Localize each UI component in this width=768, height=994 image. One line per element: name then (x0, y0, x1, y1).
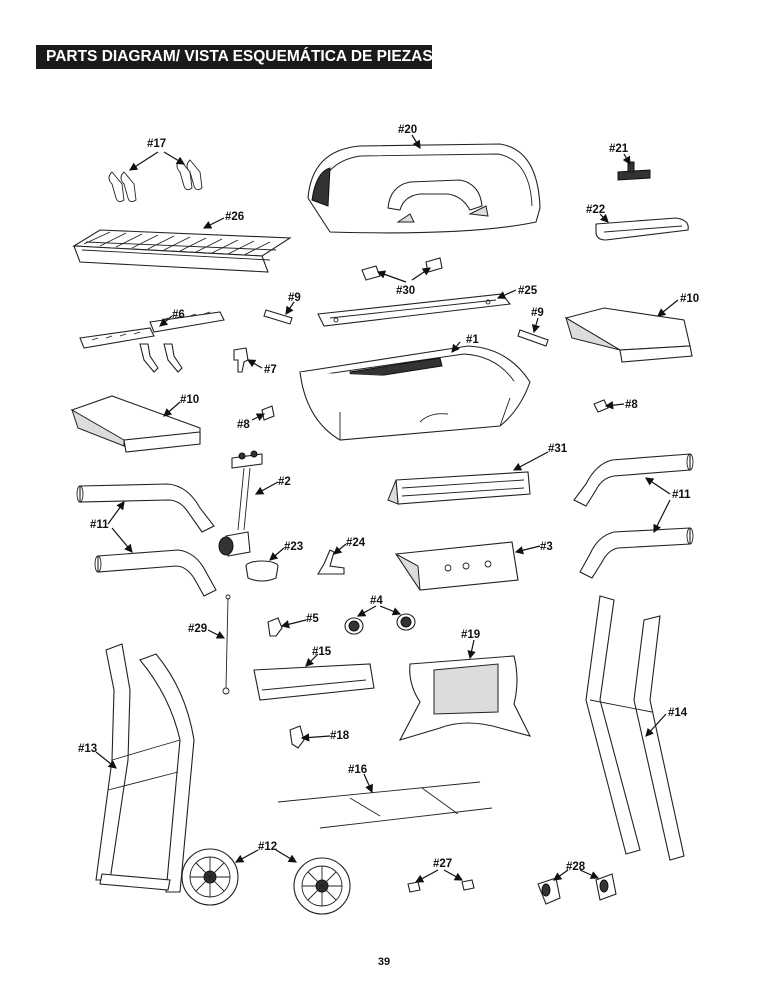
part-10-right-shelf: #10 (564, 293, 699, 363)
label-27: #27 (433, 858, 452, 870)
label-28: #28 (566, 861, 586, 873)
label-11-right: #11 (672, 489, 691, 501)
label-18: #18 (330, 730, 350, 742)
label-15: #15 (312, 646, 332, 658)
part-31-panel: #31 (387, 443, 568, 505)
label-2: #2 (278, 476, 291, 488)
label-14: #14 (668, 707, 688, 719)
part-22-handle: #22 (586, 204, 689, 241)
label-22: #22 (586, 204, 605, 216)
part-4-knobs: #4 (344, 595, 416, 635)
label-25: #25 (518, 285, 538, 297)
part-16-rods: #16 (277, 764, 493, 829)
label-3: #3 (540, 541, 553, 553)
part-10-left-shelf: #10 (70, 394, 201, 453)
label-29: #29 (188, 623, 207, 635)
part-8-left: #8 (237, 405, 275, 431)
part-30-brackets: #30 (361, 257, 443, 297)
part-1-firebox: #1 (299, 334, 531, 441)
label-19: #19 (461, 629, 480, 641)
part-3-control-panel: #3 (395, 541, 553, 591)
part-25-heat-shield: #25 (317, 285, 538, 327)
label-20: #20 (398, 124, 417, 136)
label-4: #4 (370, 595, 383, 607)
label-23: #23 (284, 541, 303, 553)
part-21: #21 (609, 143, 651, 181)
part-5-igniter: #5 (267, 613, 319, 637)
label-17: #17 (147, 138, 166, 150)
part-29-rod: #29 (188, 594, 231, 695)
part-2-valve-manifold: #2 (218, 450, 291, 557)
label-9-right: #9 (531, 307, 544, 319)
part-8-right: #8 (593, 399, 638, 413)
label-16: #16 (348, 764, 367, 776)
part-13-left-frame: #13 (78, 643, 195, 893)
part-12-wheels: #12 (181, 841, 351, 915)
label-6: #6 (172, 309, 185, 321)
part-14-right-frame: #14 (585, 595, 688, 861)
label-13: #13 (78, 743, 97, 755)
label-26: #26 (225, 211, 244, 223)
part-6-burners: #6 (79, 309, 225, 373)
label-10-right: #10 (680, 293, 699, 305)
label-11-left: #11 (90, 519, 109, 531)
part-15-panel: #15 (253, 646, 375, 701)
part-23-cup: #23 (245, 541, 303, 582)
part-9-right: #9 (517, 307, 549, 347)
label-12: #12 (258, 841, 277, 853)
page-number: 39 (377, 956, 391, 968)
part-11-left-legs: #11 (76, 483, 217, 597)
label-31: #31 (548, 443, 568, 455)
part-26-cooking-grate: #26 (72, 211, 292, 273)
part-18-clip: #18 (289, 725, 350, 749)
part-20-lid: #20 (307, 124, 541, 234)
label-8-left: #8 (237, 419, 250, 431)
label-10-left: #10 (180, 394, 199, 406)
part-28-fittings: #28 (537, 861, 617, 905)
part-17-hooks: #17 (108, 138, 203, 203)
label-21: #21 (609, 143, 629, 155)
part-9-left: #9 (263, 292, 301, 325)
part-27-bolts: #27 (407, 858, 475, 893)
label-1: #1 (466, 334, 479, 346)
label-9-left: #9 (288, 292, 301, 304)
part-11-right-legs: #11 (573, 453, 694, 579)
page-title: PARTS DIAGRAM/ VISTA ESQUEMÁTICA DE PIEZ… (36, 45, 433, 69)
part-19-bracket: #19 (398, 629, 532, 741)
label-5: #5 (306, 613, 319, 625)
label-7: #7 (264, 364, 277, 376)
label-30: #30 (396, 285, 415, 297)
label-24: #24 (346, 537, 366, 549)
part-24-bracket: #24 (317, 537, 366, 575)
part-7: #7 (233, 347, 277, 376)
label-8-right: #8 (625, 399, 638, 411)
